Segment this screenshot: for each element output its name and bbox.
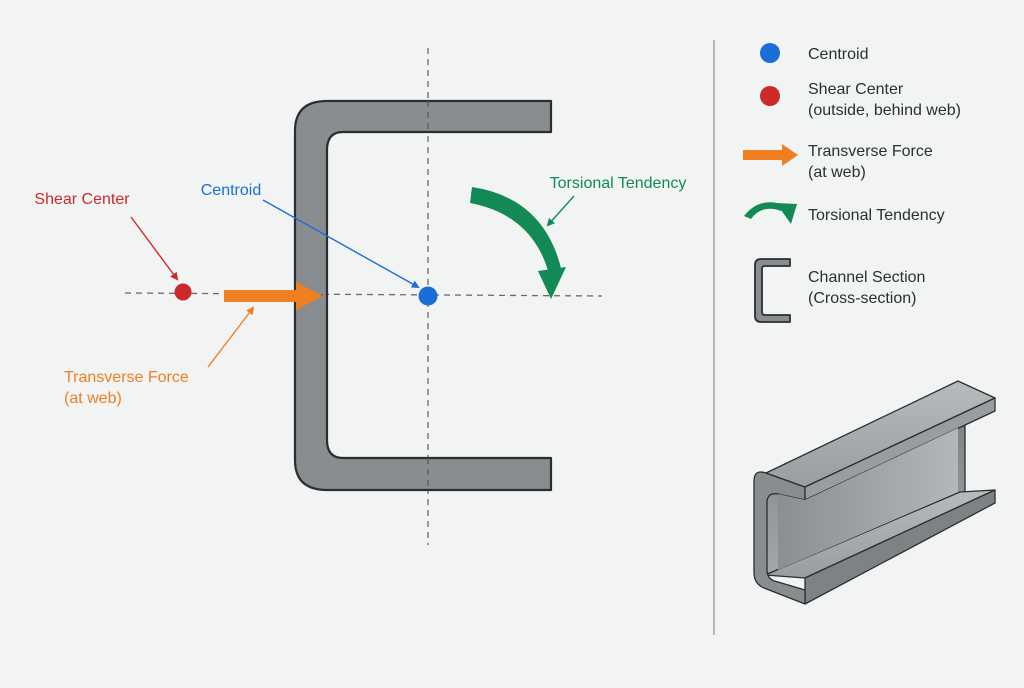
torsion-arrow-head	[538, 267, 566, 299]
legend-torsion-arrow-icon	[744, 202, 784, 219]
legend-shear-center-icon	[760, 86, 780, 106]
channel-3d-web-inner	[778, 428, 958, 570]
torsion-leader	[546, 195, 575, 227]
legend-force-line2: (at web)	[808, 164, 866, 181]
torsion-label: Torsional Tendency	[550, 175, 687, 192]
shear-center-label: Shear Center	[34, 191, 130, 208]
channel-3d-end-face	[753, 471, 806, 605]
shear-center-point	[174, 283, 192, 301]
legend-force-line1: Transverse Force	[808, 143, 933, 160]
legend-channel-line1: Channel Section	[808, 269, 925, 286]
force-label-line2: (at web)	[64, 390, 122, 407]
legend-force-arrow-icon	[743, 144, 798, 166]
force-leader	[207, 306, 255, 368]
force-label-line1: Transverse Force	[64, 369, 189, 386]
legend-torsion-label: Torsional Tendency	[808, 207, 945, 224]
transverse-force-arrow	[224, 282, 323, 310]
centroid-label: Centroid	[201, 182, 261, 199]
channel-3d-top-flange-edge	[804, 397, 996, 501]
channel-3d-render	[753, 380, 996, 605]
shear-center-leader	[130, 216, 179, 281]
legend-centroid-icon	[760, 43, 780, 63]
legend-torsion-arrow-head	[776, 203, 797, 224]
centroid-leader	[262, 199, 420, 288]
legend-centroid-label: Centroid	[808, 46, 868, 63]
legend-shear-center-line1: Shear Center	[808, 81, 904, 98]
legend-channel-line2: (Cross-section)	[808, 290, 916, 307]
centroid-point	[418, 286, 438, 306]
legend-shear-center-line2: (outside, behind web)	[808, 102, 961, 119]
horizontal-axis-line	[124, 292, 603, 297]
legend-channel-icon	[754, 258, 791, 323]
channel-cross-section	[293, 99, 553, 492]
torsion-arrow-body	[470, 187, 562, 274]
